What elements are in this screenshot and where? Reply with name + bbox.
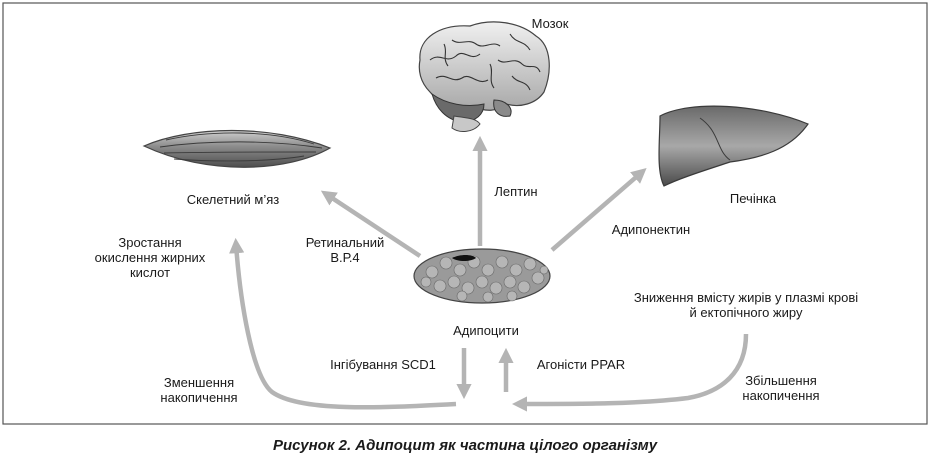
retinal-label: Ретинальний В.Р.4 <box>290 235 400 265</box>
storage-increase-line1: Збільшення <box>745 373 817 388</box>
fa-oxidation-line1: Зростання <box>118 235 182 250</box>
adiponectin-label: Адипонектин <box>611 222 691 237</box>
ppar-agonists-label: Агоністи PPAR <box>536 357 626 372</box>
arrow-right-curve <box>511 333 749 412</box>
storage-decrease-line1: Зменшення <box>163 375 235 390</box>
liver-image <box>658 105 809 187</box>
arrows-group <box>229 135 749 412</box>
plasma-fat-line1: Зниження вмісту жирів у плазмі крові <box>633 290 859 305</box>
arrow-to-muscle <box>320 190 422 258</box>
storage-increase-label: Збільшення накопичення <box>722 373 840 403</box>
skeletal-muscle-image <box>142 129 332 168</box>
diagram-frame <box>2 2 928 425</box>
figure-caption: Рисунок 2. Адипоцит як частина цілого ор… <box>272 437 658 454</box>
brain-image <box>418 21 550 132</box>
fa-oxidation-label: Зростання окислення жирних кислот <box>68 235 232 280</box>
retinal-label-line2: В.Р.4 <box>330 250 360 265</box>
arrow-left-curve <box>229 237 457 410</box>
scd1-inhibition-label: Інгібування SCD1 <box>330 357 436 372</box>
adipocytes-image <box>413 248 551 304</box>
retinal-label-line1: Ретинальний <box>305 235 385 250</box>
storage-increase-line2: накопичення <box>742 388 820 403</box>
brain-label: Мозок <box>531 16 569 31</box>
liver-label: Печінка <box>729 191 777 206</box>
plasma-fat-line2: й ектопічного жиру <box>689 305 803 320</box>
fa-oxidation-line2: окислення жирних <box>94 250 206 265</box>
storage-decrease-label: Зменшення накопичення <box>138 375 260 405</box>
leptin-label: Лептин <box>494 184 538 199</box>
skeletal-muscle-label: Скелетний м’яз <box>186 192 280 207</box>
fa-oxidation-line3: кислот <box>129 265 171 280</box>
plasma-fat-label: Зниження вмісту жирів у плазмі крові й е… <box>596 290 896 320</box>
arrow-to-liver <box>550 167 647 252</box>
adipocytes-label: Адипоцити <box>453 323 519 338</box>
storage-decrease-line2: накопичення <box>160 390 238 405</box>
